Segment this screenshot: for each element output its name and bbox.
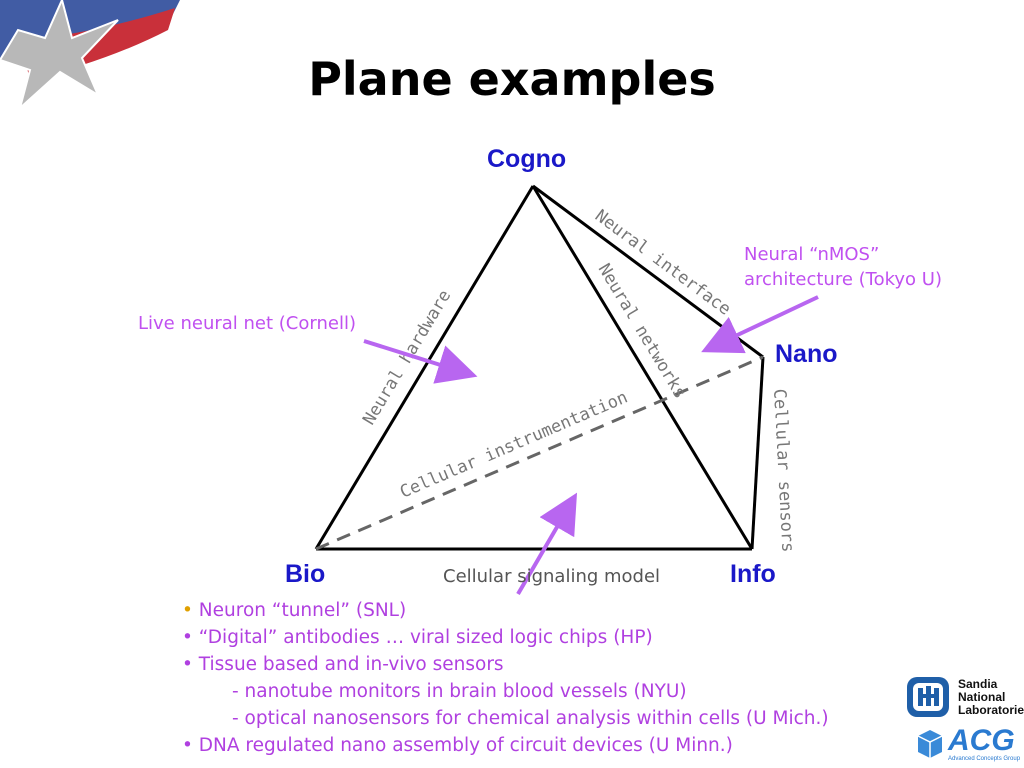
examples-list: • Neuron “tunnel” (SNL) • “Digital” anti… <box>182 597 829 759</box>
list-item-text: Tissue based and in-vivo sensors <box>198 654 504 675</box>
label-cellular-instrumentation: Cellular instrumentation <box>397 387 631 502</box>
acg-cube-icon <box>917 730 943 758</box>
list-subitem: - nanotube monitors in brain blood vesse… <box>182 678 829 705</box>
arrow-live-neural-net <box>363 339 478 384</box>
callout-neural-nmos-line2: architecture (Tokyo U) <box>744 269 942 290</box>
sandia-line2: National <box>958 690 1006 704</box>
list-item: • “Digital” antibodies … viral sized log… <box>182 624 829 651</box>
bullet-dot: • <box>182 600 199 621</box>
callout-neural-nmos-line1: Neural “nMOS” <box>744 244 880 265</box>
list-item: • Tissue based and in-vivo sensors <box>182 651 829 678</box>
vertex-nano: Nano <box>775 340 838 368</box>
page-title: Plane examples <box>308 52 716 106</box>
sandia-line3: Laboratories <box>958 703 1024 717</box>
acg-wordmark: ACG <box>948 724 1015 757</box>
sandia-thunderbird-icon <box>907 677 949 717</box>
list-item-text: DNA regulated nano assembly of circuit d… <box>198 735 733 756</box>
edge-bio-nano-dashed <box>315 355 764 551</box>
edge-cogno-info <box>531 185 754 550</box>
bullet-dot: • <box>182 654 199 675</box>
label-neural-hardware: Neural hardware <box>359 287 455 429</box>
sandia-line1: Sandia <box>958 677 998 691</box>
vertex-bio: Bio <box>285 560 326 588</box>
list-item: • Neuron “tunnel” (SNL) <box>182 597 829 624</box>
edge-nano-info <box>750 356 765 550</box>
label-cellular-signaling-model: Cellular signaling model <box>443 566 661 587</box>
list-subitem: - optical nanosensors for chemical analy… <box>182 705 829 732</box>
acg-subtitle: Advanced Concepts Group <box>948 756 1021 762</box>
bullet-dot: • <box>182 627 199 648</box>
vertex-info: Info <box>730 560 776 588</box>
arrow-neural-nmos <box>701 295 819 354</box>
edge-cogno-bio <box>314 185 535 550</box>
list-item-text: - optical nanosensors for chemical analy… <box>232 708 829 729</box>
vertex-cogno: Cogno <box>487 145 567 173</box>
arrow-bullets <box>516 492 578 596</box>
label-cellular-sensors: Cellular sensors <box>769 388 798 553</box>
list-item-text: “Digital” antibodies … viral sized logic… <box>198 627 653 648</box>
list-item-text: Neuron “tunnel” (SNL) <box>198 600 407 621</box>
bullet-dot: • <box>182 735 199 756</box>
list-item: • DNA regulated nano assembly of circuit… <box>182 732 829 759</box>
callout-live-neural-net: Live neural net (Cornell) <box>138 313 356 334</box>
flag-star-decoration <box>0 0 180 111</box>
callout-neural-nmos: Neural “nMOS” architecture (Tokyo U) <box>744 242 942 292</box>
list-item-text: - nanotube monitors in brain blood vesse… <box>232 681 687 702</box>
